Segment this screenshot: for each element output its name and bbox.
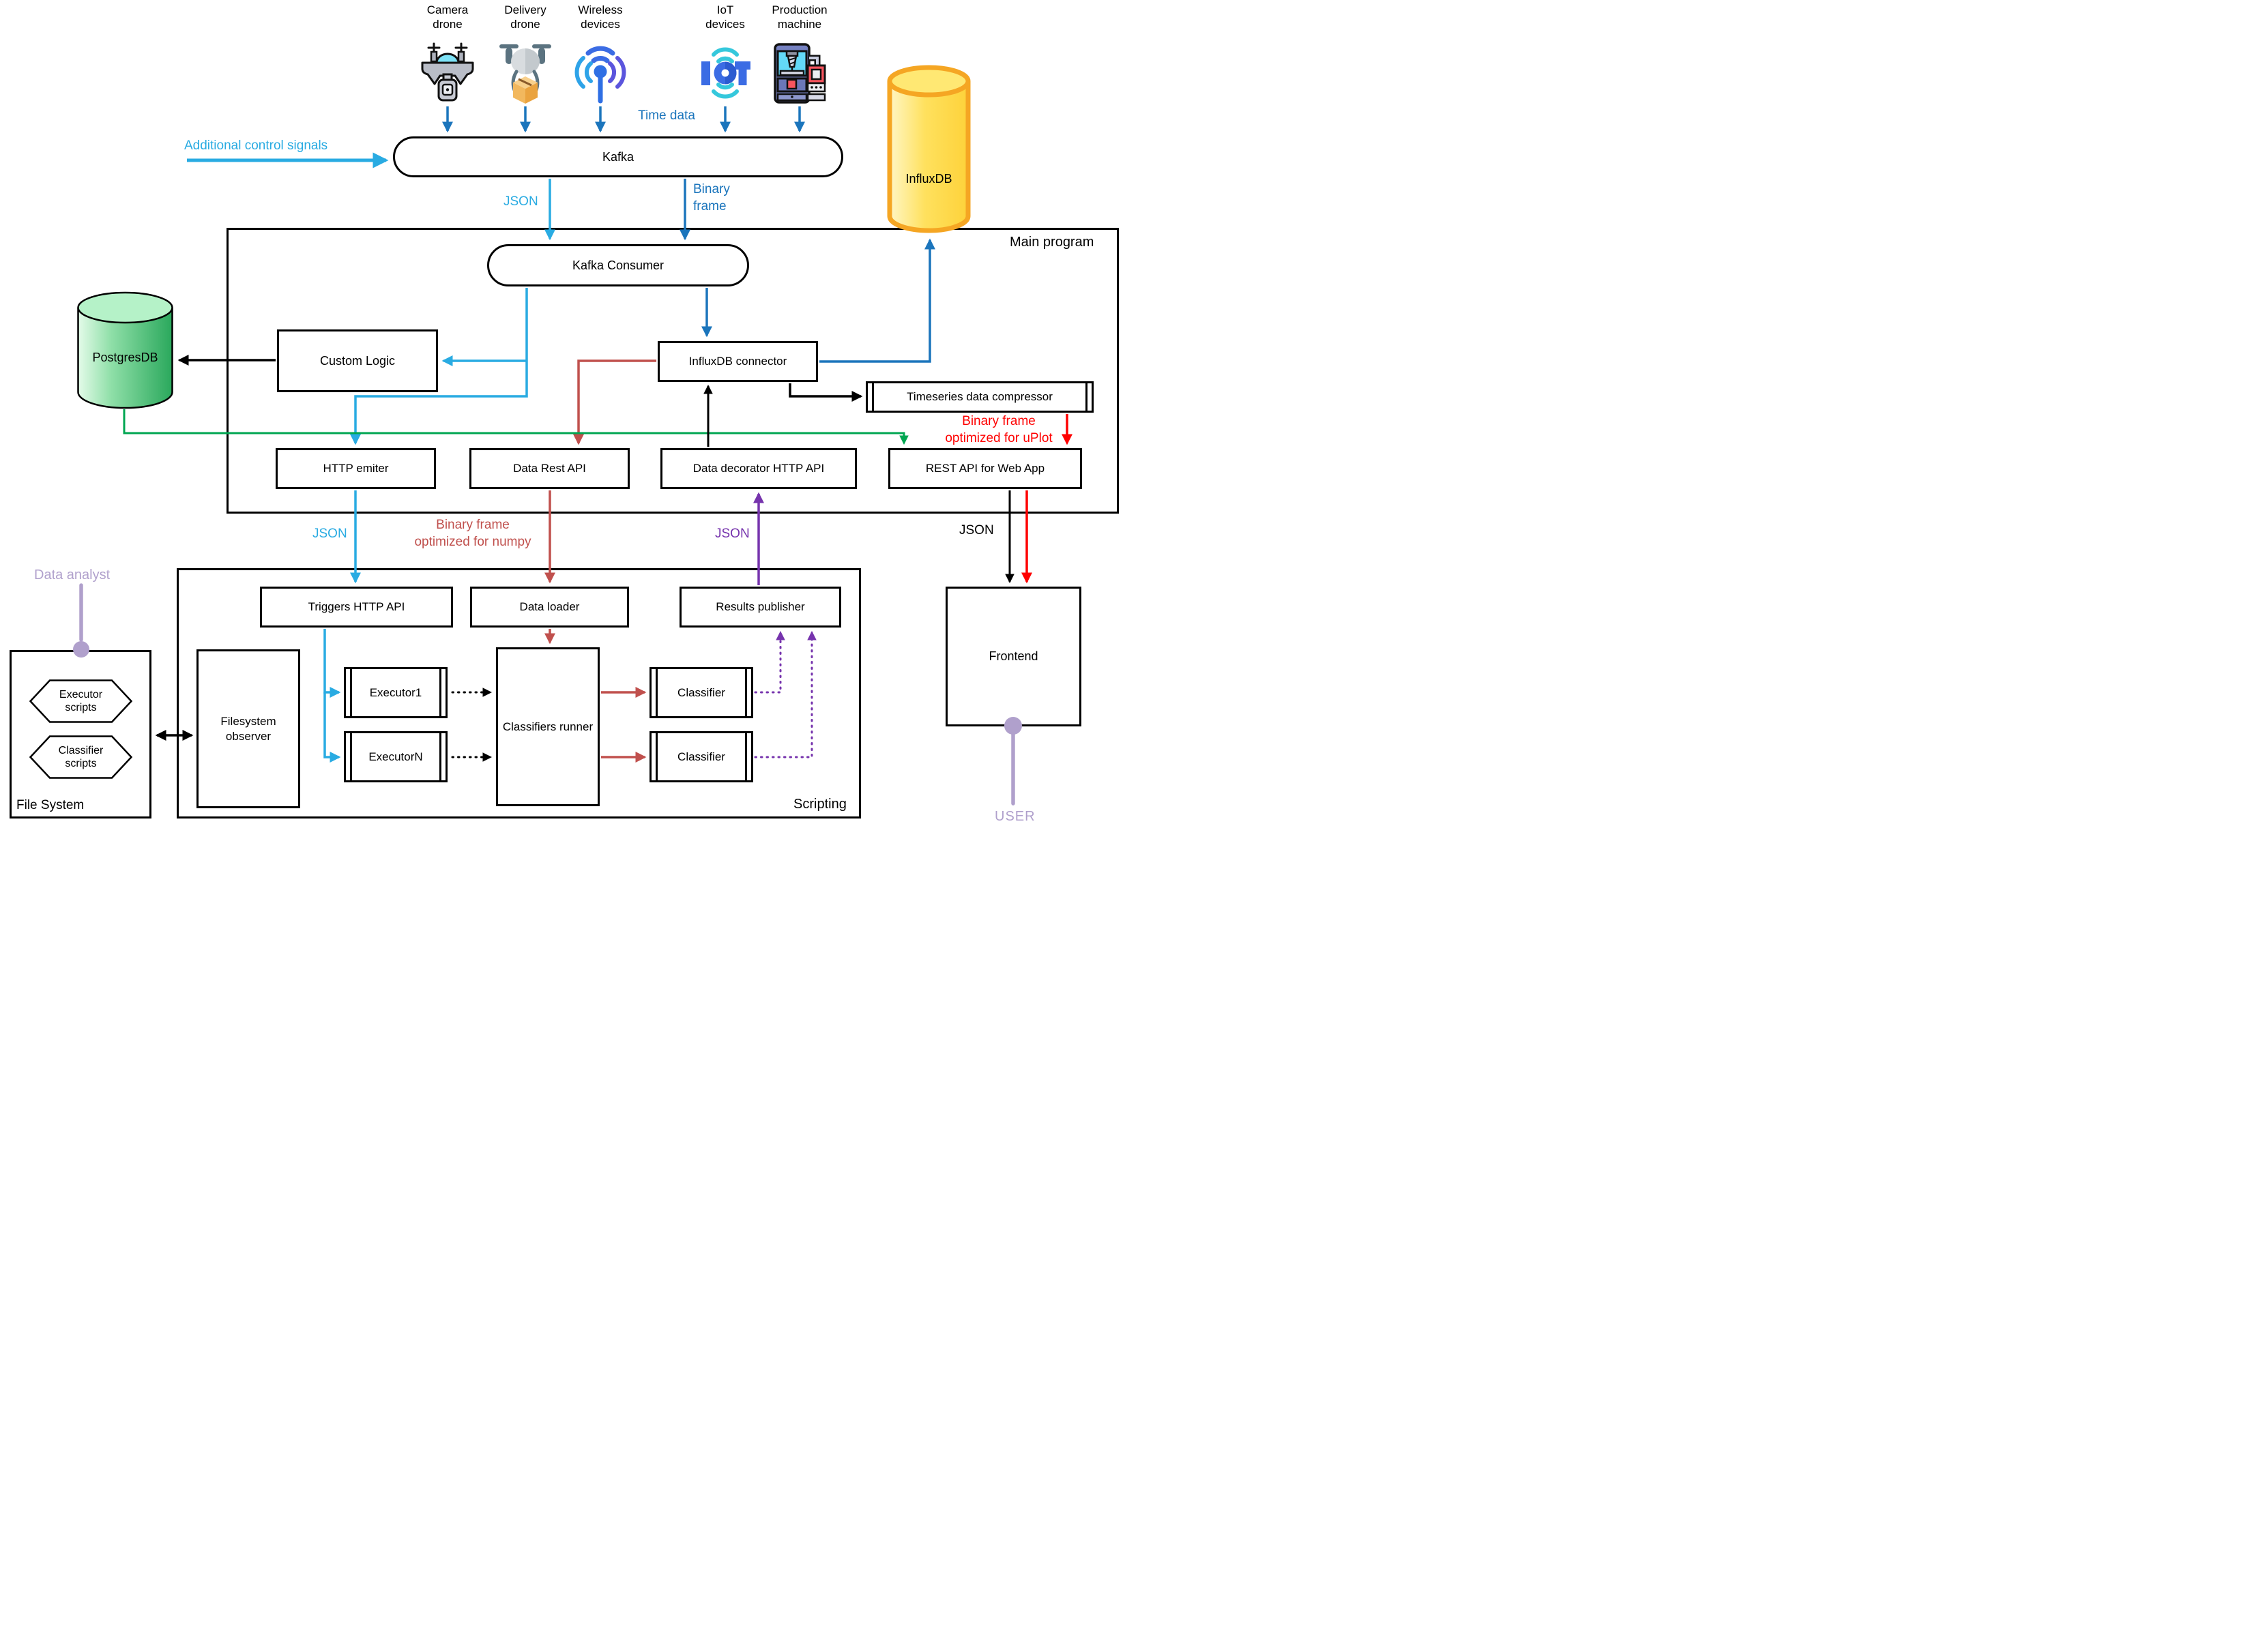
postgres-db-label: PostgresDB <box>92 351 158 364</box>
postgres-cylinder-shape <box>77 291 173 409</box>
device-label-delivery-drone: Delivery drone <box>504 3 546 31</box>
node-rest-api-webapp: REST API for Web App <box>888 448 1082 489</box>
time-data-label: Time data <box>638 108 695 123</box>
node-executor1: Executor1 <box>344 667 448 718</box>
influx-db-label: InfluxDB <box>905 172 952 186</box>
architecture-diagram: Main program Scripting File System <box>0 0 1124 826</box>
node-data-rest-api: Data Rest API <box>469 448 630 489</box>
rest-api-webapp-label: REST API for Web App <box>925 462 1045 475</box>
executorN-label: ExecutorN <box>368 750 423 763</box>
node-results-publisher: Results publisher <box>680 587 841 628</box>
binary-frame-from-kafka-line2: frame <box>693 198 727 213</box>
executor1-label: Executor1 <box>369 685 422 699</box>
edge-postgres-restapi <box>123 409 909 445</box>
edge-classifier-top-results <box>754 630 785 694</box>
node-classifier-scripts: Classifier scripts <box>29 735 133 779</box>
data-loader-label: Data loader <box>519 600 580 614</box>
classifier-top-label: Classifier <box>677 685 725 699</box>
classifier-scripts-hexagon <box>29 735 133 779</box>
postgres-db-cylinder: PostgresDB <box>76 291 174 409</box>
node-triggers-http-api: Triggers HTTP API <box>260 587 453 628</box>
edge-connector-data-rest-api <box>572 359 656 445</box>
node-classifier-bottom: Classifier <box>649 731 753 782</box>
edge-triggers-executorN <box>323 692 341 763</box>
influxdb-connector-label: InfluxDB connector <box>688 355 787 368</box>
main-program-label: Main program <box>1010 235 1094 250</box>
scripting-label: Scripting <box>793 797 847 812</box>
edge-classifier-bottom-results <box>754 630 817 758</box>
device-label-camera-drone: Camera drone <box>426 3 469 31</box>
timeseries-compressor-label: Timeseries data compressor <box>907 390 1053 404</box>
node-kafka: Kafka <box>393 136 843 177</box>
edges-layer <box>123 106 1073 763</box>
wireless-devices-icon <box>574 46 626 104</box>
node-filesystem-observer: Filesystem observer <box>196 649 300 808</box>
custom-logic-label: Custom Logic <box>319 353 396 368</box>
executor-scripts-label: Executor scripts <box>59 688 103 713</box>
node-data-loader: Data loader <box>470 587 629 628</box>
kafka-consumer-label: Kafka Consumer <box>572 258 665 272</box>
file-system-label: File System <box>16 798 85 812</box>
binary-frame-from-kafka-line1: Binary <box>693 182 730 196</box>
edge-connector-influxdb <box>819 238 936 363</box>
iot-devices-icon <box>701 47 750 99</box>
main-program-container <box>227 228 1119 514</box>
additional-control-signals-label: Additional control signals <box>184 138 328 153</box>
http-emiter-label: HTTP emiter <box>323 462 389 475</box>
camera-drone-icon <box>421 42 474 102</box>
binary-frame-numpy-line2: optimized for numpy <box>414 534 531 549</box>
node-influxdb-connector: InfluxDB connector <box>658 341 818 382</box>
binary-frame-uplot-line1: Binary frame <box>962 414 1036 428</box>
binary-frame-uplot-line2: optimized for uPlot <box>945 430 1053 445</box>
node-frontend: Frontend <box>946 587 1081 726</box>
classifier-scripts-label: Classifier scripts <box>58 744 104 769</box>
node-timeseries-compressor: Timeseries data compressor <box>866 381 1094 413</box>
node-kafka-consumer: Kafka Consumer <box>487 244 749 286</box>
json-results-label: JSON <box>715 527 750 541</box>
device-label-wireless-devices: Wireless devices <box>578 3 623 31</box>
binary-frame-numpy-label: Binary frame optimized for numpy <box>405 517 541 550</box>
binary-frame-numpy-line1: Binary frame <box>436 518 510 532</box>
frontend-label: Frontend <box>989 649 1038 664</box>
json-from-kafka-label: JSON <box>503 194 538 209</box>
node-http-emiter: HTTP emiter <box>276 448 436 489</box>
node-data-decorator: Data decorator HTTP API <box>660 448 857 489</box>
json-http-emiter-label: JSON <box>312 527 347 541</box>
user-label: USER <box>995 809 1036 824</box>
results-publisher-label: Results publisher <box>716 600 805 614</box>
device-label-production-machine: Production machine <box>772 3 828 31</box>
node-classifiers-runner: Classifiers runner <box>496 647 600 806</box>
classifier-bottom-label: Classifier <box>677 750 725 763</box>
executor-scripts-hexagon <box>29 679 133 723</box>
node-executor-scripts: Executor scripts <box>29 679 133 723</box>
node-executorN: ExecutorN <box>344 731 448 782</box>
filesystem-observer-label: Filesystem observer <box>220 715 276 743</box>
delivery-drone-icon <box>499 44 551 104</box>
kafka-label: Kafka <box>602 149 634 164</box>
production-machine-icon <box>774 43 826 104</box>
edge-consumer-http-emiter <box>349 288 528 445</box>
node-classifier-top: Classifier <box>649 667 753 718</box>
node-custom-logic: Custom Logic <box>277 329 438 392</box>
binary-frame-from-kafka-label: Binary frame <box>693 181 741 215</box>
influx-cylinder-shape <box>887 65 971 233</box>
device-label-iot-devices: IoT devices <box>705 3 745 31</box>
data-analyst-label: Data analyst <box>34 567 111 582</box>
scripting-container <box>177 568 861 818</box>
data-decorator-label: Data decorator HTTP API <box>692 462 825 475</box>
influx-db-cylinder: InfluxDB <box>887 63 971 235</box>
edge-triggers-executor1 <box>323 629 341 698</box>
data-rest-api-label: Data Rest API <box>513 462 586 475</box>
classifiers-runner-label: Classifiers runner <box>502 720 594 733</box>
edge-connector-compressor <box>789 383 863 402</box>
json-webapp-label: JSON <box>959 523 994 537</box>
triggers-http-api-label: Triggers HTTP API <box>308 600 405 614</box>
binary-frame-uplot-label: Binary frame optimized for uPlot <box>938 413 1060 447</box>
